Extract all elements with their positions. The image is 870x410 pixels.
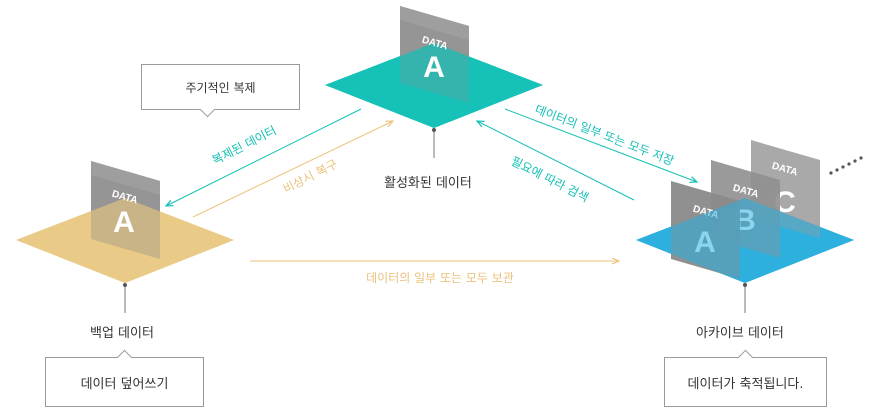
periodic-replication-text: 주기적인 복제 [185, 80, 256, 95]
accumulate-note: 데이터가 축적됩니다. [664, 349, 827, 407]
label-replicated: 복제된 데이터 [210, 123, 279, 167]
backup-card-letter: A [113, 206, 135, 239]
arrow-search [477, 121, 635, 201]
periodic-replication-callout: 주기적인 복제 [141, 64, 300, 118]
active-card-letter: A [423, 51, 445, 84]
label-search: 필요에 따라 검색 [509, 154, 591, 205]
backup-data-label: 백업 데이터 [90, 326, 154, 341]
backup-plane-front [16, 198, 234, 283]
active-data-node: DATA A [325, 6, 543, 158]
active-data-label: 활성화된 데이터 [384, 176, 472, 191]
label-partial-store: 데이터의 일부 또는 모두 저장 [533, 102, 676, 168]
overwrite-note-text: 데이터 덮어쓰기 [80, 376, 169, 392]
archive-data-node: DATA C DATA B DATA A [636, 140, 863, 313]
arrow-partial-store [504, 108, 697, 182]
active-plane-front [325, 43, 543, 128]
arrow-replicated [166, 108, 362, 206]
more-ellipsis-icon [829, 156, 863, 175]
overwrite-note: 데이터 덮어쓰기 [45, 349, 204, 407]
label-partial-keep: 데이터의 일부 또는 모두 보관 [366, 271, 514, 285]
accumulate-note-text: 데이터가 축적됩니다. [687, 376, 804, 392]
label-recovery: 비상시 복구 [281, 157, 340, 196]
backup-data-node: DATA A [16, 161, 234, 313]
archive-plane-front [636, 198, 854, 283]
arrow-recovery [192, 121, 393, 218]
archive-data-label: 아카이브 데이터 [696, 326, 784, 341]
